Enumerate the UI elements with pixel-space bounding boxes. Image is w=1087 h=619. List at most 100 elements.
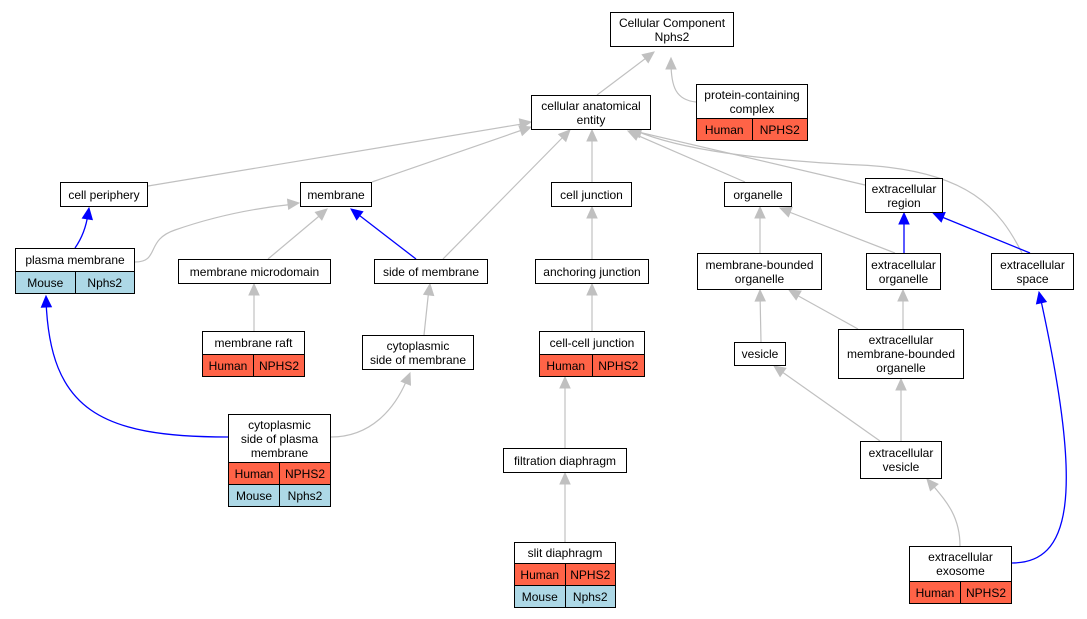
node-side-of-membrane[interactable]: side of membrane xyxy=(374,259,488,284)
annotation-row-human: Human NPHS2 xyxy=(203,354,304,376)
arrowhead-extracellular_exosome-to-extracellular_space xyxy=(1035,290,1048,305)
node-label-line: complex xyxy=(729,101,775,116)
node-label: filtration diaphragm xyxy=(504,449,626,472)
node-membrane-microdomain[interactable]: membrane microdomain xyxy=(178,259,331,284)
node-cell-periphery[interactable]: cell periphery xyxy=(60,182,148,207)
species-label: Mouse xyxy=(235,488,273,503)
node-label-line: cellular anatomical xyxy=(541,98,641,113)
node-label: membrane microdomain xyxy=(179,260,330,283)
species-label: Human xyxy=(208,358,248,373)
edge-organelle-to-cae xyxy=(631,132,746,183)
node-cell-junction[interactable]: cell junction xyxy=(551,182,632,207)
edge-extracellular_organelle-to-organelle xyxy=(783,209,896,254)
node-label-line: organelle xyxy=(878,271,929,286)
node-organelle[interactable]: organelle xyxy=(724,182,792,207)
node-label-line: membrane raft xyxy=(214,336,293,350)
node-vesicle[interactable]: vesicle xyxy=(734,342,786,366)
node-label-line: filtration diaphragm xyxy=(513,453,617,468)
edge-side_of_membrane-to-cae xyxy=(442,132,568,260)
species-label: Mouse xyxy=(27,275,64,290)
node-label-line: cell periphery xyxy=(68,187,140,202)
node-label: anchoring junction xyxy=(536,260,648,283)
arrowhead-extracellular_vesicle-to-ec_mb_organelle xyxy=(895,377,907,391)
node-label-line: membrane-bounded xyxy=(846,347,956,361)
edge-cyto_side_plasma_membrane-to-plasma_membrane xyxy=(45,299,229,438)
arrowhead-slit_diaphragm-to-filtration_diaphragm xyxy=(559,471,571,485)
node-label-line: side of membrane xyxy=(369,352,467,367)
node-filtration-diaphragm[interactable]: filtration diaphragm xyxy=(503,448,627,473)
node-label-line: vesicle xyxy=(882,460,920,474)
arrowhead-anchoring_junction-to-cell_junction xyxy=(586,205,598,219)
node-label-line: vesicle xyxy=(741,347,779,361)
gene-label: NPHS2 xyxy=(591,355,645,376)
arrowhead-cyto_side_plasma_membrane-to-cyto_side_membrane xyxy=(400,371,412,386)
node-label-line: membrane xyxy=(307,187,365,202)
node-label: cell-cell junction xyxy=(540,332,644,354)
node-label-line: extracellular xyxy=(871,181,937,196)
arrowhead-cae-to-root xyxy=(641,51,655,64)
arrowhead-extracellular_organelle-to-organelle xyxy=(778,206,793,218)
edge-extracellular_exosome-to-extracellular_space xyxy=(1011,295,1067,564)
arrowhead-cyto_side_plasma_membrane-to-plasma_membrane xyxy=(40,294,53,308)
edge-ec_mb_organelle-to-membrane_bounded_organelle xyxy=(792,292,859,330)
node-label-line: cytoplasmic xyxy=(248,417,311,432)
arrowhead-cyto_side_membrane-to-side_of_membrane xyxy=(422,282,435,297)
node-label-line: organelle xyxy=(734,271,785,286)
node-label: cell periphery xyxy=(61,183,147,206)
species-label: Human xyxy=(704,122,744,137)
node-label-line: extracellular xyxy=(1000,257,1065,272)
arrowhead-membrane_raft-to-membrane_microdomain xyxy=(248,282,260,296)
species-label: Human xyxy=(520,567,560,582)
node-label: vesicle xyxy=(735,343,785,365)
edge-cyto_side_plasma_membrane-to-cyto_side_membrane xyxy=(330,376,409,438)
arrowhead-extracellular_space-to-extracellular_region xyxy=(931,212,946,223)
arrowhead-membrane_microdomain-to-membrane xyxy=(314,208,328,221)
gene-label: NPHS2 xyxy=(960,582,1011,603)
node-anchoring-junction[interactable]: anchoring junction xyxy=(535,259,649,284)
arrowhead-plasma_membrane-to-cell_periphery xyxy=(81,206,94,221)
arrowhead-extracellular_vesicle-to-vesicle xyxy=(773,365,787,378)
node-membrane[interactable]: membrane xyxy=(300,182,372,207)
edge-extracellular_space-to-cae xyxy=(633,129,1023,254)
species-label: Human xyxy=(234,466,274,481)
edge-extracellular_space-to-extracellular_region xyxy=(936,214,1031,254)
node-label-line: protein-containing xyxy=(704,87,800,102)
species-label: Human xyxy=(546,358,586,373)
edge-plasma_membrane-to-membrane xyxy=(134,203,296,263)
species-label: Mouse xyxy=(521,589,558,604)
gene-label: NPHS2 xyxy=(253,355,304,376)
species-label: Human xyxy=(915,585,955,600)
edge-extracellular_vesicle-to-vesicle xyxy=(777,368,881,442)
edge-side_of_membrane-to-membrane xyxy=(354,211,417,260)
node-label: membrane raft xyxy=(203,332,304,354)
node-label-line: organelle xyxy=(876,361,926,375)
